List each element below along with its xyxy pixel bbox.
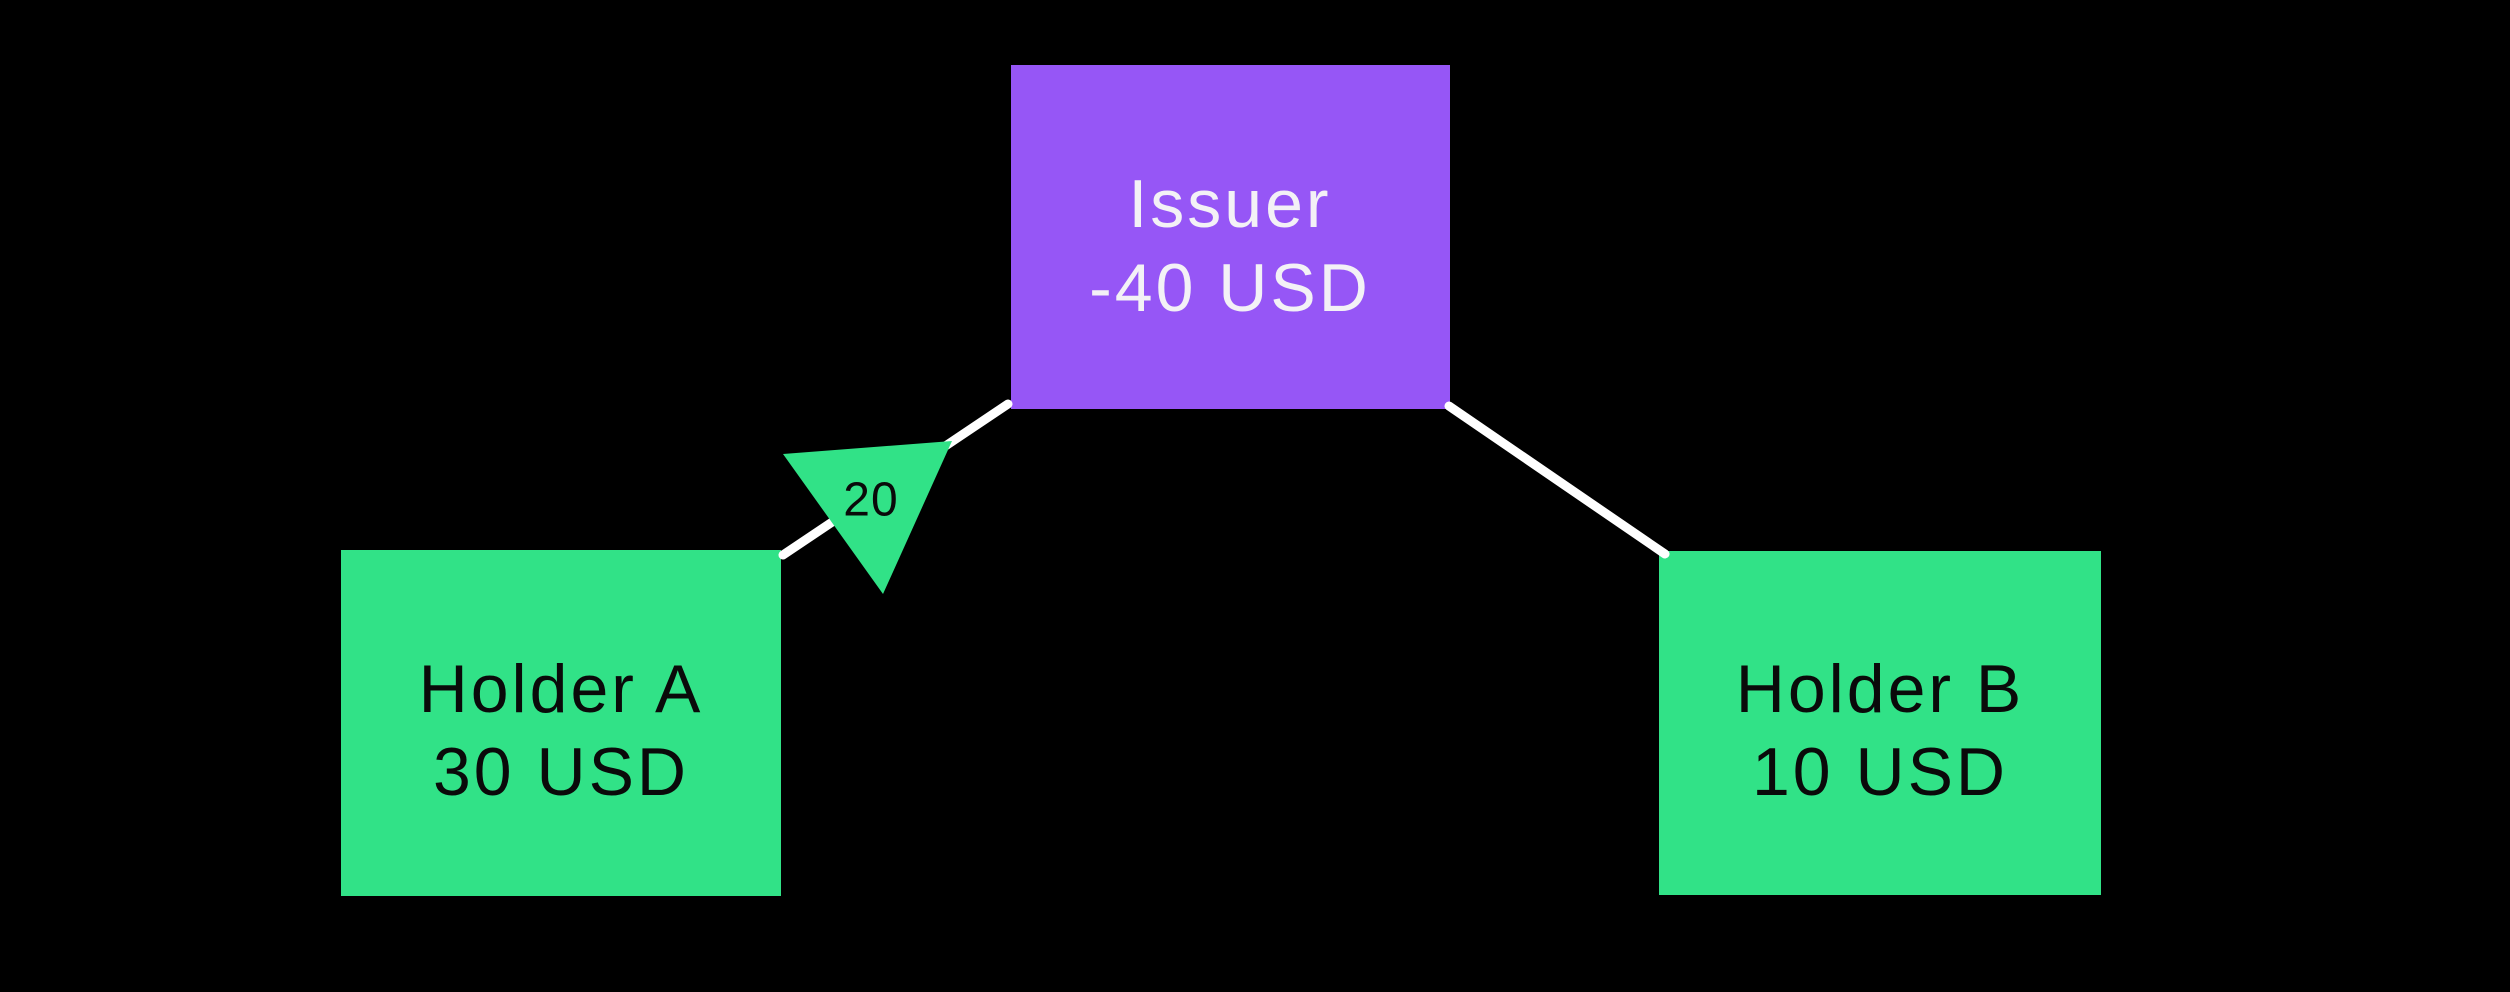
node-issuer-balance: -40 USD (1089, 250, 1371, 326)
node-holder-a-balance: 30 USD (433, 734, 689, 810)
node-holder-b (1659, 551, 2101, 895)
node-holder-a-label: Holder A (419, 651, 704, 727)
transfer-arrow-marker (783, 441, 952, 594)
node-issuer (1011, 65, 1450, 409)
transfer-amount-label: 20 (843, 474, 898, 527)
node-holder-b-label: Holder B (1736, 651, 2025, 727)
node-holder-b-balance: 10 USD (1752, 734, 2008, 810)
node-issuer-label: Issuer (1128, 166, 1331, 242)
node-holder-a (341, 550, 781, 896)
edge-issuer-holder-b (1444, 401, 1670, 559)
